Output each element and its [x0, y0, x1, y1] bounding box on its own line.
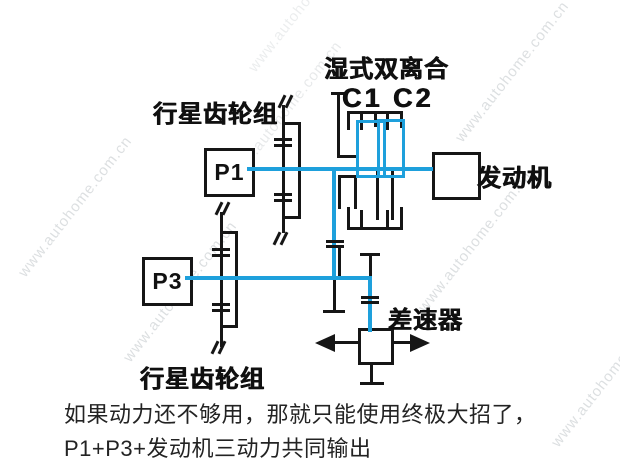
- clutch-plate: [386, 210, 389, 230]
- axle-left-line: [332, 341, 359, 344]
- gear-mesh-tick: [274, 193, 292, 196]
- differential-stub-tbar: [360, 382, 384, 385]
- clutch-drum-bottom-bar: [347, 227, 403, 230]
- gear-mesh-tick: [326, 245, 344, 248]
- clutch-plate: [360, 210, 363, 230]
- ground-mark: [275, 93, 299, 110]
- differential-label: 差速器: [388, 307, 463, 334]
- clutch-c1-highlight-box: [356, 120, 386, 178]
- planetary1-carrier-bottom: [282, 216, 301, 219]
- clutch-plate: [347, 111, 350, 130]
- axle-right-arrow-icon: [410, 334, 430, 352]
- wet-dual-clutch-label: 湿式双离合: [324, 56, 449, 83]
- differential-box: [358, 328, 394, 365]
- shaft-end-tbar: [323, 310, 345, 313]
- gear-mesh-tick: [274, 199, 292, 202]
- planetary-gearset-top-label: 行星齿轮组: [153, 101, 278, 128]
- clutch-hub-bar: [338, 175, 357, 178]
- ground-mark: [212, 200, 236, 217]
- clutch-input-vertical-line: [337, 92, 340, 158]
- caption-line-2: P1+P3+发动机三动力共同输出: [64, 436, 372, 461]
- p1-motor-box: P1: [204, 148, 255, 197]
- gear-mesh-tick: [274, 138, 292, 141]
- clutch-input-elbow-line: [337, 155, 358, 158]
- clutch-c1-c2-label: C1 C2: [342, 83, 434, 113]
- engine-label: 发动机: [477, 165, 552, 192]
- gear-mesh-tick: [212, 303, 230, 306]
- clutch-plate: [391, 171, 394, 220]
- planetary2-carrier-top: [220, 231, 238, 234]
- clutch-plate: [354, 175, 357, 209]
- planetary-gearset-bottom-label: 行星齿轮组: [140, 366, 265, 393]
- clutch-plate: [374, 111, 377, 127]
- gear-mesh-tick: [361, 301, 379, 304]
- gear-mesh-tick: [212, 309, 230, 312]
- gear-mesh-tick: [326, 240, 344, 243]
- p3-motor-box: P3: [142, 257, 193, 306]
- power-path-p1-to-engine-line: [247, 167, 433, 171]
- power-path-vertical-link-line: [332, 167, 336, 280]
- watermark-text: www.autohome.com.cn: [452, 0, 573, 146]
- p3-motor-label: P3: [152, 268, 183, 294]
- gear-mesh-tick: [274, 144, 292, 147]
- power-path-to-differential-line: [368, 276, 372, 332]
- gear-mesh-tick: [212, 254, 230, 257]
- clutch-drum-side: [347, 207, 350, 230]
- output-shaft-line: [369, 253, 372, 278]
- gear-mesh-tick: [212, 248, 230, 251]
- ground-mark: [208, 339, 232, 356]
- engine-box: [432, 152, 481, 200]
- watermark-text: www.autohome.com.cn: [548, 302, 620, 451]
- watermark-text: www.autohome.com.cn: [15, 132, 136, 281]
- countershaft-line: [338, 247, 341, 278]
- axle-right-line: [386, 341, 413, 344]
- ground-mark: [270, 230, 294, 247]
- axle-left-arrow-icon: [315, 334, 335, 352]
- differential-stub-line: [370, 358, 373, 384]
- clutch-c2-highlight-box: [377, 119, 405, 178]
- clutch-plate: [376, 171, 379, 220]
- caption-line-1: 如果动力还不够用，那就只能使用终极大招了，: [64, 402, 537, 427]
- planetary2-carrier-bottom: [220, 325, 238, 328]
- power-path-p3-output-line: [185, 276, 372, 280]
- clutch-plate: [338, 175, 341, 209]
- shaft-stub-line: [333, 279, 336, 312]
- clutch-drum-side: [400, 207, 403, 230]
- gear-mesh-tick: [361, 296, 379, 299]
- planetary1-carrier-top: [282, 122, 301, 125]
- p1-motor-label: P1: [214, 159, 245, 185]
